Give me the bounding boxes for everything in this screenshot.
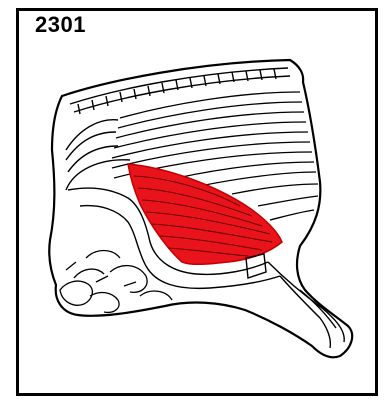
carcass-illustration — [0, 0, 385, 400]
